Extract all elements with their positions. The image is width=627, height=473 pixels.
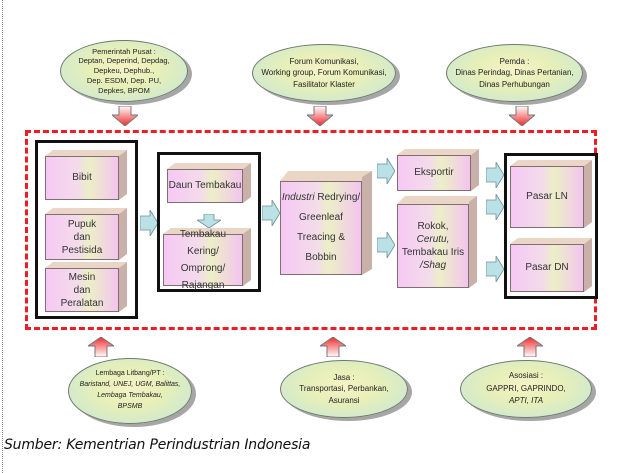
box-label: Pasar DN — [525, 262, 569, 274]
flow-arrow-icon — [486, 162, 504, 188]
box-label: Bibit — [72, 172, 92, 184]
supporter-title: Asosiasi : — [508, 370, 544, 380]
box-label: Omprong/ — [180, 263, 226, 274]
supporter-line: Dep. ESDM, Dep. PU, — [86, 75, 162, 85]
supporter-line: Working group, Forum Komunikasi, — [261, 68, 387, 78]
box-label: Tembakau Kering/ — [179, 229, 227, 257]
flow-arrow-icon — [377, 232, 395, 258]
box-tembakau-kering: Tembakau Kering/ Omprong/ Rajangan — [163, 228, 251, 291]
supporter-line: Fasilitator Klaster — [293, 79, 355, 89]
box-label: Treacing & Bobbin — [297, 232, 345, 263]
supporter-title: Forum Komunikasi, — [289, 56, 359, 66]
box-daun-tembakau: Daun Tembakau — [167, 163, 251, 203]
supporter-title: Lembaga Litbang/PT : — [95, 370, 165, 378]
box-label-italic: Industri — [281, 192, 315, 203]
supporter-line: Transportasi, Perbankan, — [299, 384, 389, 394]
box-pasar-ln: Pasar LN — [510, 160, 592, 228]
box-label: Eksportir — [414, 167, 454, 179]
down-flow-arrow-icon — [197, 214, 221, 228]
down-arrow-icon — [307, 106, 333, 126]
supporter-title: Pemerintah Pusat : — [92, 46, 156, 56]
supporter-line: Depkes, BPOM — [98, 85, 150, 95]
box-label-rest: Redrying/ — [314, 192, 361, 203]
up-arrow-icon — [88, 337, 114, 357]
supporter-line: Dinas Perindag, Dinas Pertanian, — [455, 68, 574, 78]
source-caption: Sumber: Kementrian Perindustrian Indones… — [4, 437, 311, 453]
box-label: dan — [73, 231, 91, 243]
flow-arrow-icon — [262, 200, 280, 226]
box-label: Pasar LN — [526, 191, 568, 203]
supporter-line: Dinas Perhubungan — [479, 79, 550, 89]
supporter-line: Deptan, Deperind, Depdag, — [78, 56, 170, 66]
flow-arrow-icon — [377, 158, 395, 184]
box-label: Cerutu, — [416, 234, 450, 245]
down-arrow-icon — [509, 106, 535, 126]
flow-arrow-icon — [486, 256, 504, 282]
supporter-asosiasi: Asosiasi : GAPPRI, GAPRINDO, APTI, ITA — [460, 360, 592, 418]
box-mesin-peralatan: Mesin dan Peralatan — [45, 262, 127, 312]
supporter-line: Baristand, UNEJ, UGM, Balittas, — [79, 381, 181, 389]
box-rokok: Rokok, Cerutu, Tembakau Iris /Shag — [397, 196, 477, 288]
box-label: Peralatan — [60, 297, 104, 309]
supporter-title: Jasa : — [333, 372, 355, 382]
down-arrow-icon — [112, 106, 138, 126]
box-label: Daun Tembakau — [168, 180, 242, 192]
up-arrow-icon — [320, 337, 346, 357]
box-label: Industri Redrying/ — [282, 188, 360, 208]
supporter-pemerintah-pusat: Pemerintah Pusat : Deptan, Deperind, Dep… — [60, 40, 188, 102]
supporter-title: Pemda : — [499, 56, 530, 66]
box-industri-redrying: Industri Redrying/ Greenleaf Treacing & … — [280, 171, 372, 275]
box-label: Rajangan — [181, 280, 225, 291]
box-label: /Shag — [419, 260, 447, 271]
supporter-lembaga-litbang: Lembaga Litbang/PT : Baristand, UNEJ, UG… — [68, 358, 192, 424]
box-label: Tembakau Iris — [401, 247, 465, 258]
box-label: Rokok, — [417, 221, 449, 232]
flow-arrow-icon — [140, 210, 158, 236]
supporter-pemda: Pemda : Dinas Perindag, Dinas Pertanian,… — [446, 44, 583, 102]
box-label: Greenleaf — [299, 212, 343, 223]
supporter-jasa: Jasa : Transportasi, Perbankan, Asuransi — [280, 360, 408, 418]
box-label: Pupuk — [67, 218, 97, 230]
box-pupuk-pestisida: Pupuk dan Pestisida — [45, 208, 127, 260]
box-label: Mesin — [68, 271, 96, 283]
box-label: Pestisida — [61, 244, 103, 256]
supporter-line: APTI, ITA — [508, 396, 544, 406]
box-pasar-dn: Pasar DN — [510, 238, 592, 292]
supporter-line: Lembaga Tembakau, — [97, 392, 163, 399]
supporter-forum-komunikasi: Forum Komunikasi, Working group, Forum K… — [252, 44, 396, 102]
box-eksportir: Eksportir — [397, 149, 479, 191]
supporter-line: BPSMB — [117, 402, 143, 410]
flow-arrow-icon — [486, 194, 504, 220]
box-label: dan — [73, 284, 91, 296]
supporter-line: Depkeu, Dephub., — [93, 66, 155, 76]
box-bibit: Bibit — [45, 150, 127, 200]
page-margin-line — [2, 0, 3, 473]
supporter-line: Asuransi — [328, 395, 360, 405]
supporter-line: GAPPRI, GAPRINDO, — [486, 383, 566, 393]
up-arrow-icon — [517, 337, 543, 357]
